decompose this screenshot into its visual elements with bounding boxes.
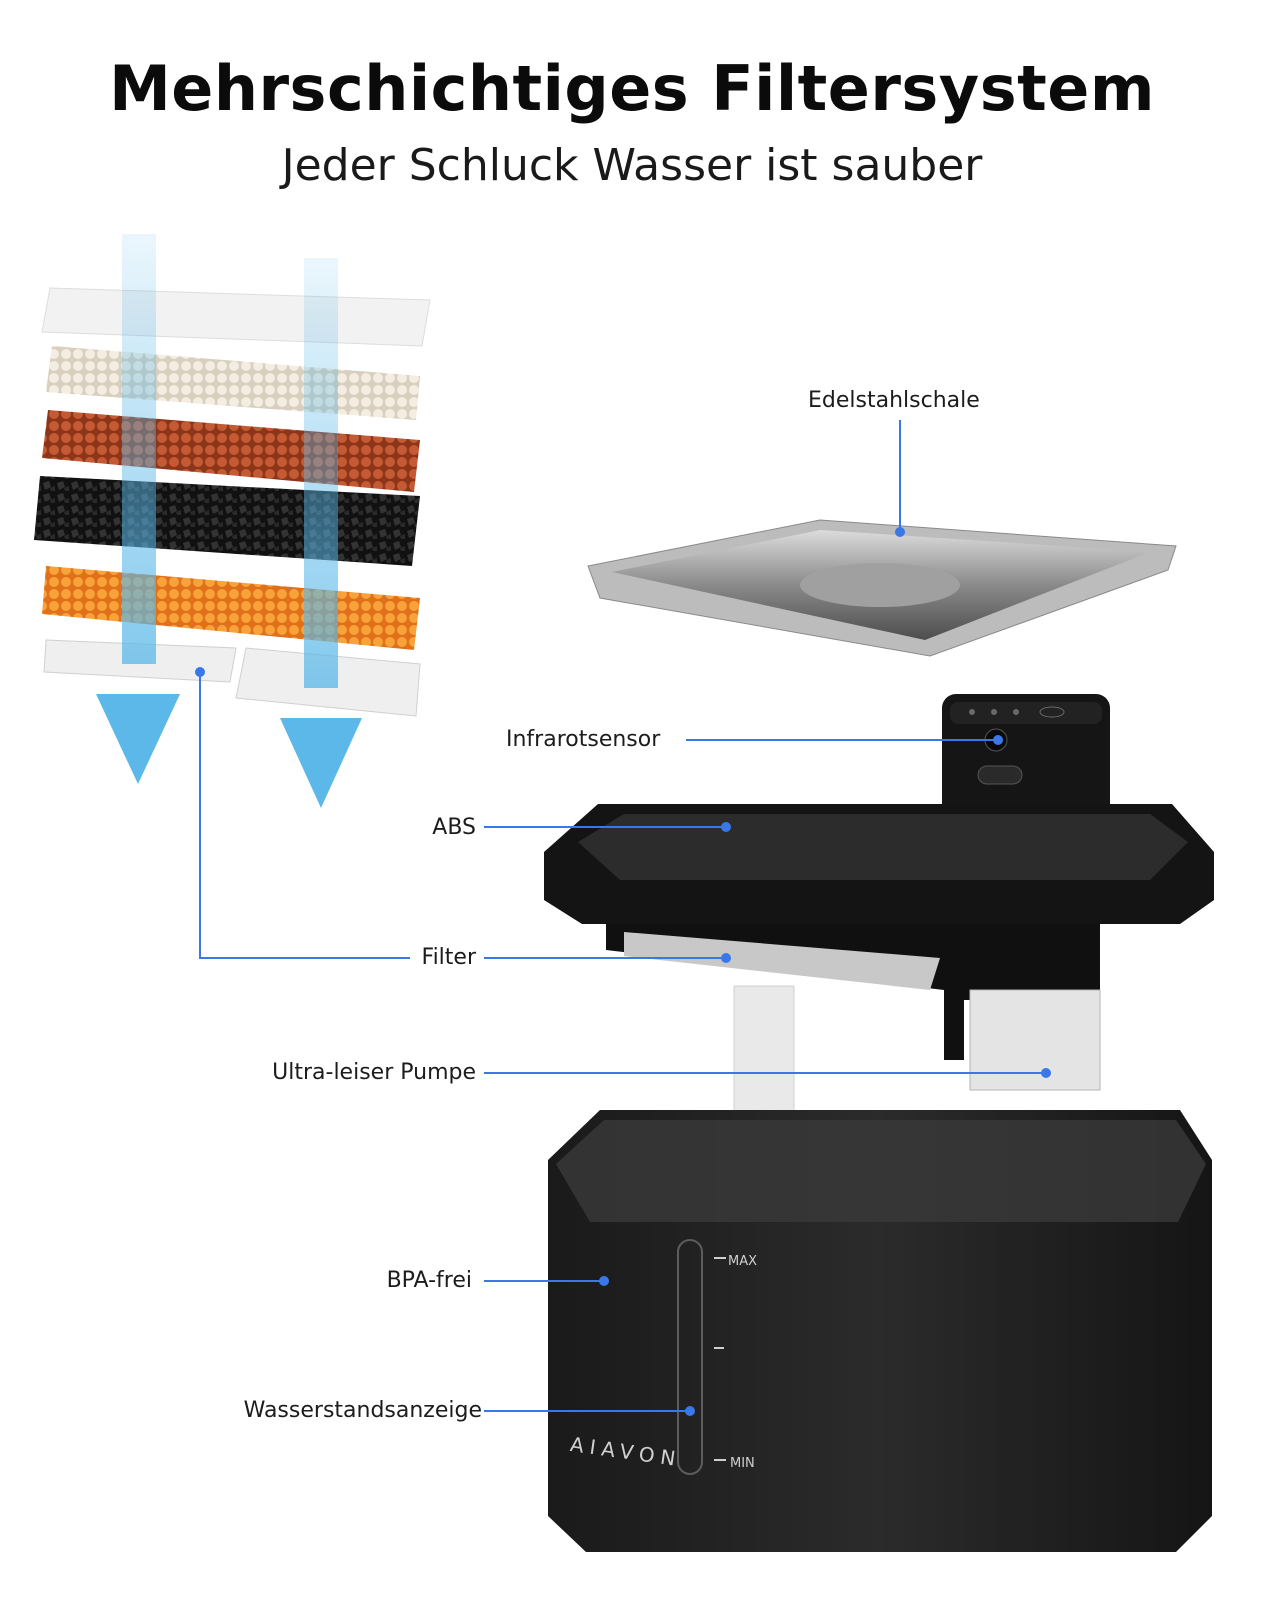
callout-infrarotsensor: Infrarotsensor <box>506 727 661 752</box>
filter-layer-carbon <box>34 476 420 566</box>
tank-min-label: MIN <box>730 1456 755 1471</box>
callout-filter: Filter <box>421 945 476 970</box>
callout-wasserstandsanzeige: Wasserstandsanzeige <box>243 1398 482 1423</box>
filter-layer-orange-balls <box>42 566 420 650</box>
callout-edelstahlschale: Edelstahlschale <box>808 388 980 413</box>
page-subtitle: Jeder Schluck Wasser ist sauber <box>281 140 983 191</box>
callout-lines <box>195 420 1051 1416</box>
water-flow-arrows <box>96 234 362 808</box>
callout-bpa-frei: BPA-frei <box>386 1268 472 1293</box>
filter-layer-white-balls <box>46 346 420 420</box>
filter-stack <box>34 287 431 717</box>
page-title: Mehrschichtiges Filtersystem <box>109 52 1155 125</box>
callout-abs: ABS <box>432 815 476 840</box>
abs-top-shell <box>544 804 1214 1060</box>
sensor-module <box>942 694 1110 818</box>
water-tank <box>548 1110 1212 1552</box>
filter-layer-top-sponge <box>41 287 431 347</box>
stainless-steel-bowl <box>587 519 1177 657</box>
callout-pumpe: Ultra-leiser Pumpe <box>272 1060 476 1085</box>
tank-max-label: MAX <box>728 1254 758 1269</box>
